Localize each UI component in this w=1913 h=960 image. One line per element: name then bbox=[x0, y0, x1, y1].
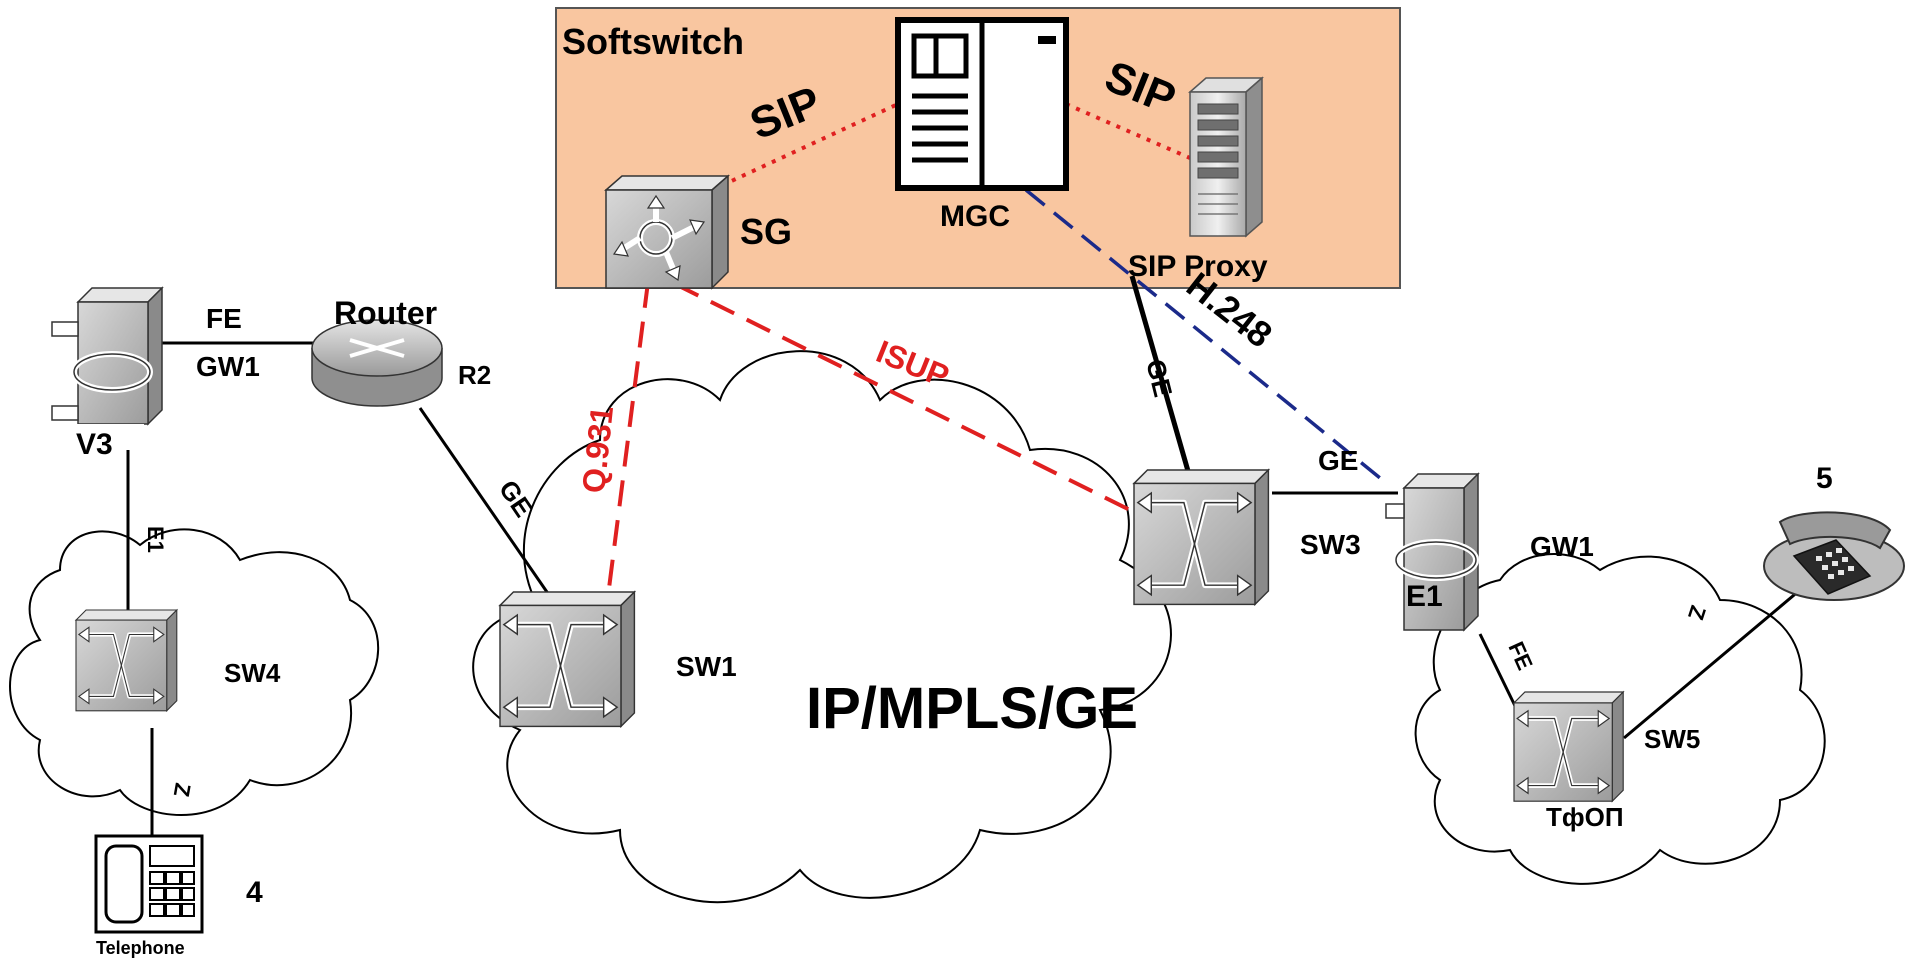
sw5-label: SW5 bbox=[1644, 724, 1700, 754]
sw1-label: SW1 bbox=[676, 651, 737, 682]
telephone-icon bbox=[1763, 511, 1905, 601]
switch-icon bbox=[500, 592, 634, 726]
v3-label: V3 bbox=[76, 428, 113, 461]
gateway-icon bbox=[1385, 472, 1480, 632]
gw1-label-left: GW1 bbox=[196, 351, 260, 382]
left-access-cloud bbox=[9, 528, 380, 816]
ge-label-gw: GE bbox=[1318, 445, 1358, 476]
mgc-label: MGC bbox=[940, 200, 1010, 233]
sw4-label: SW4 bbox=[224, 658, 281, 688]
z-label-left: Z bbox=[169, 781, 196, 799]
signaling-gateway-icon bbox=[604, 174, 730, 290]
core-cloud-label: IP/MPLS/GE bbox=[806, 676, 1138, 741]
e1-label-right: E1 bbox=[1406, 580, 1443, 613]
switch-icon bbox=[76, 610, 177, 711]
q931-link bbox=[604, 281, 650, 613]
telephone-label: Telephone bbox=[96, 938, 185, 958]
core-cloud bbox=[472, 350, 1172, 904]
router-icon bbox=[311, 319, 443, 407]
softswitch-title: Softswitch bbox=[562, 21, 744, 62]
link-proxy-sw3 bbox=[1129, 275, 1193, 479]
h248-link bbox=[1024, 188, 1382, 480]
switch-icon bbox=[1134, 470, 1268, 604]
fe-label-left: FE bbox=[206, 303, 242, 334]
link-gw1-sw5 bbox=[1478, 633, 1520, 713]
gateway-icon bbox=[51, 286, 164, 450]
router-label: Router bbox=[334, 295, 437, 331]
sip-link-mgc-proxy bbox=[1065, 102, 1191, 160]
switch-icon bbox=[1514, 692, 1623, 801]
desk-phone-icon bbox=[94, 834, 204, 934]
server-icon bbox=[1188, 76, 1264, 238]
r2-label: R2 bbox=[458, 360, 491, 390]
ge-label-proxy: GE bbox=[1140, 356, 1178, 400]
isup-link bbox=[674, 282, 1143, 518]
link-router-sw1 bbox=[418, 407, 560, 609]
pstn-label: ТфОП bbox=[1546, 802, 1624, 832]
telephone-number-4: 4 bbox=[246, 876, 263, 909]
link-sw5-phone bbox=[1623, 588, 1801, 740]
gw1-label-right: GW1 bbox=[1530, 531, 1594, 562]
e1-label-left: E1 bbox=[143, 526, 168, 553]
phone-number-5: 5 bbox=[1816, 462, 1833, 495]
sg-label: SG bbox=[740, 211, 792, 252]
mgc-icon bbox=[895, 17, 1069, 191]
sip-link-sg-mgc bbox=[711, 102, 899, 192]
sw3-label: SW3 bbox=[1300, 529, 1361, 560]
sip-proxy-label: SIP Proxy bbox=[1128, 250, 1268, 283]
